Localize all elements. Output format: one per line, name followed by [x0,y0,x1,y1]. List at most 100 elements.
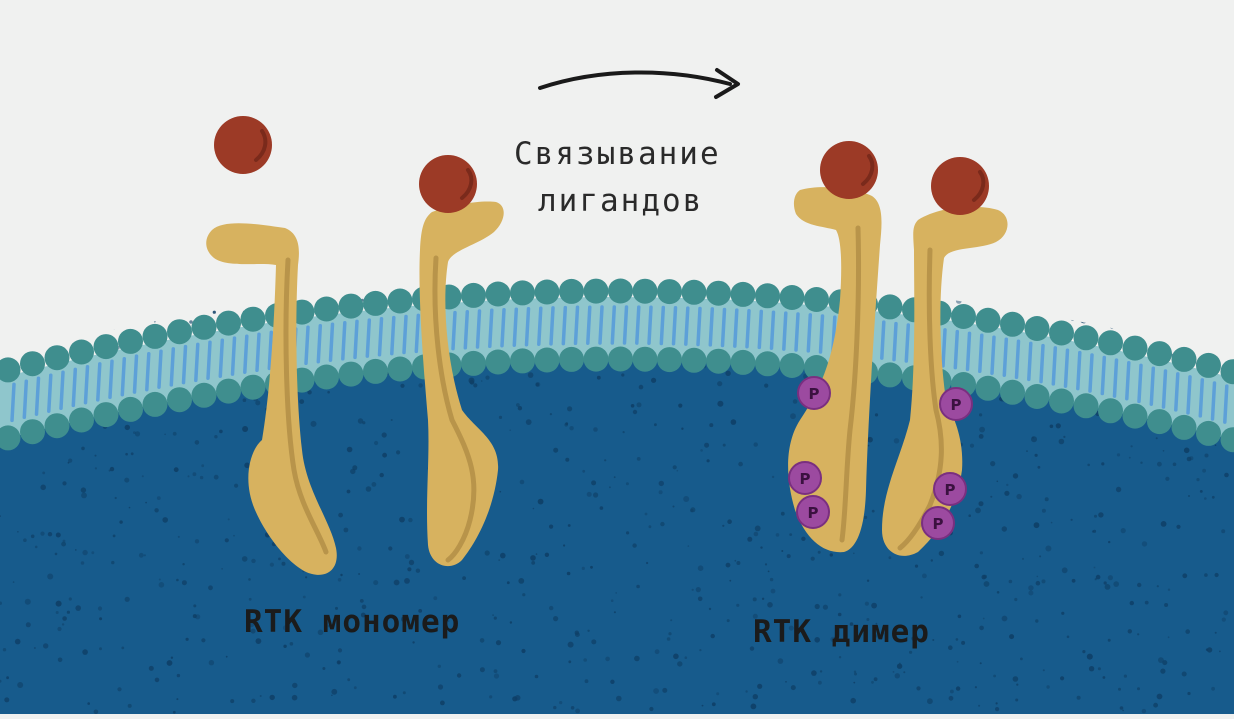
speckle [1215,444,1217,446]
speckle [623,431,625,433]
lipid-tail [1115,360,1117,396]
speckle [567,572,571,576]
speckle [226,656,228,658]
speckle [221,568,223,570]
speckle [1137,583,1141,587]
speckle [1153,703,1158,708]
speckle [480,638,485,643]
speckle [338,513,343,518]
speckle [396,450,400,454]
speckle [489,695,492,698]
speckle [564,423,568,427]
speckle [1104,581,1107,584]
speckle [1060,676,1064,680]
lipid-head-inner [167,387,192,412]
speckle [159,582,165,588]
speckle [699,649,701,651]
lipid-tail [576,307,578,343]
speckle [135,431,140,436]
speckle [518,406,522,410]
speckle [654,423,657,426]
speckle [98,606,102,610]
speckle [15,639,21,645]
lipid-tail [600,307,602,343]
speckle [553,706,556,709]
speckle [582,470,585,473]
speckle [1215,632,1217,634]
lipid-tail [588,307,590,343]
speckle [515,695,521,701]
speckle [1062,567,1068,573]
speckle [75,605,81,611]
speckle [399,517,405,523]
speckle [736,604,739,607]
speckle [1212,496,1215,499]
lipid-head-outer [94,334,119,359]
speckle [818,551,821,554]
speckle [536,553,538,555]
lipid-tail [110,361,112,397]
speckle [1116,487,1121,492]
lipid-head-inner [1147,409,1172,434]
lipid-tail [331,324,333,360]
speckle [838,593,841,596]
speckle [1095,578,1097,580]
speckle [347,447,353,453]
lipid-tail [1139,365,1141,401]
speckle [597,376,601,380]
speckle [895,673,900,678]
speckle [745,690,747,692]
speckle [751,704,757,710]
lipid-tail [171,349,173,385]
speckle [115,497,117,499]
speckle [182,563,184,565]
speckle [1142,709,1146,713]
lipid-tail [122,359,124,395]
lipid-tail [1004,339,1006,375]
lipid-tail [796,314,798,350]
lipid-tail [1053,348,1055,384]
lipid-tail [514,309,516,345]
speckle [993,675,996,678]
speckle [677,470,679,472]
speckle [270,695,275,700]
speckle [171,657,173,659]
speckle [1118,688,1121,691]
lipid-tail [980,335,982,371]
speckle [393,695,397,699]
lipid-tail [674,308,676,344]
speckle [82,649,88,655]
lipid-tail [380,319,382,355]
speckle [99,647,102,650]
speckle [734,560,736,562]
phosphate-right-3: P [922,507,954,539]
speckle [636,585,640,589]
speckle [790,413,796,419]
speckle [1157,585,1159,587]
lipid-tail [1041,346,1043,382]
speckle [738,462,743,467]
lipid-head-outer [216,311,241,336]
speckle [174,467,179,472]
speckle [131,452,134,455]
caption-line-2: лигандов [538,183,703,219]
speckle [1051,522,1053,524]
speckle [1014,598,1017,601]
speckle [110,467,114,471]
lipid-tail [416,315,418,351]
speckle [251,559,255,563]
speckle [571,706,575,710]
speckle [700,449,703,452]
speckle [457,673,461,677]
lipid-tail [686,308,688,344]
speckle [931,559,933,561]
speckle [575,709,580,714]
speckle [1168,589,1170,591]
speckle [637,402,642,407]
speckle [4,697,9,702]
speckle [68,459,72,463]
bound-ligand [419,155,477,213]
speckle [1121,528,1126,533]
speckle [62,623,64,625]
lipid-head-inner [731,350,756,375]
